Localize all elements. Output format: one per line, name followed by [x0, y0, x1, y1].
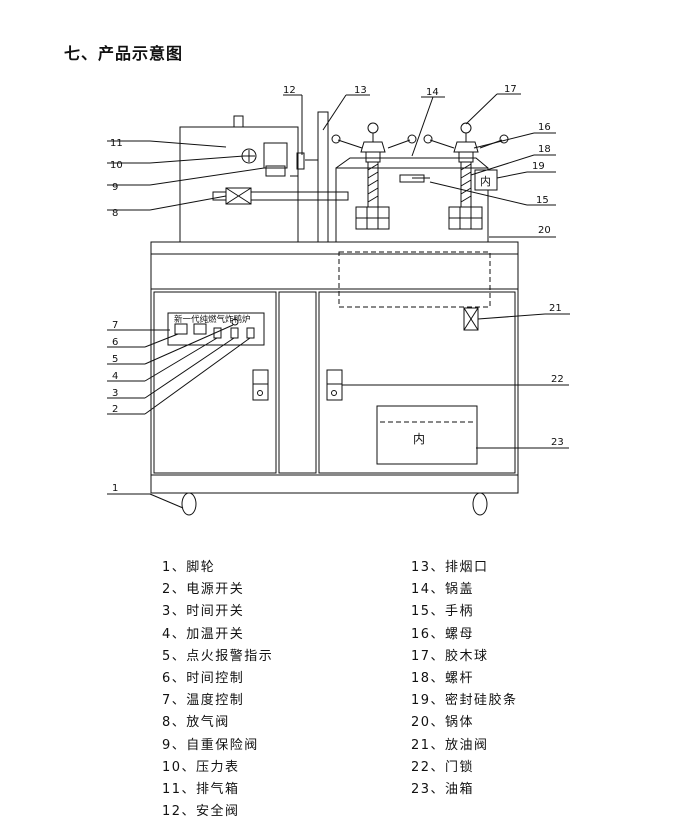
inner-mark-upper: 内: [480, 174, 491, 188]
door-lock-right: [326, 369, 343, 401]
callout-21: 21: [549, 303, 562, 314]
cabinet-top: [150, 241, 519, 308]
callout-13: 13: [354, 85, 367, 96]
casters: [181, 492, 488, 516]
callout-5: 5: [112, 354, 118, 365]
section-title: 七、产品示意图: [64, 44, 184, 63]
callout-6: 6: [112, 337, 118, 348]
callout-numbers: 11 10 9 8 12 13 14 17 16 18 19 15 20 7 6…: [110, 84, 564, 494]
leader-lines: [107, 93, 570, 509]
legend-item: 7、温度控制: [162, 693, 245, 709]
parts-legend-left: 1、脚轮 2、电源开关 3、时间开关 4、加温开关 5、点火报警指示 6、时间控…: [162, 556, 273, 822]
vent-valve: [212, 175, 349, 242]
legend-item: 9、自重保险阀: [162, 737, 259, 753]
legend-item: 20、锅体: [411, 715, 475, 731]
legend-item: 23、油箱: [411, 781, 475, 797]
door-lock-left: [252, 369, 269, 401]
control-panel-label: 新一代纯燃气炸鸭炉: [174, 314, 251, 325]
callout-2: 2: [112, 404, 118, 415]
inner-mark-lower: 内: [413, 432, 425, 446]
pressure-gauge: [241, 148, 257, 164]
legend-item: 18、螺杆: [411, 670, 475, 686]
legend-item: 8、放气阀: [162, 715, 230, 731]
callout-14: 14: [426, 87, 439, 98]
legend-item: 17、胶木球: [411, 648, 489, 664]
exhaust-pipe: [305, 111, 329, 243]
legend-item: 11、排气箱: [162, 781, 240, 797]
callout-11: 11: [110, 138, 123, 149]
callout-23: 23: [551, 437, 564, 448]
pot-body: 内: [335, 157, 498, 243]
callout-17: 17: [504, 84, 517, 95]
callout-18: 18: [538, 144, 551, 155]
parts-legend-right: 13、排烟口 14、锅盖 15、手柄 16、螺母 17、胶木球 18、螺杆 19…: [411, 556, 518, 800]
exhaust-box: [179, 115, 299, 243]
callout-12: 12: [283, 85, 296, 96]
fryer-schematic: 内: [107, 84, 570, 516]
legend-item: 10、压力表: [162, 759, 240, 775]
legend-item: 21、放油阀: [411, 737, 489, 753]
callout-9: 9: [112, 182, 118, 193]
legend-item: 3、时间开关: [162, 604, 245, 620]
callout-20: 20: [538, 225, 551, 236]
callout-15: 15: [536, 195, 549, 206]
safety-valve-block: [263, 142, 305, 177]
callout-10: 10: [110, 160, 123, 171]
legend-item: 14、锅盖: [411, 582, 475, 598]
legend-item: 16、螺母: [411, 626, 475, 642]
legend-item: 4、加温开关: [162, 626, 245, 642]
callout-3: 3: [112, 388, 118, 399]
callout-4: 4: [112, 371, 118, 382]
oil-tank: 内: [376, 405, 478, 465]
callout-1: 1: [112, 483, 118, 494]
control-panel: 新一代纯燃气炸鸭炉: [167, 312, 265, 346]
legend-item: 15、手柄: [411, 604, 475, 620]
callout-7: 7: [112, 320, 118, 331]
legend-item: 2、电源开关: [162, 582, 245, 598]
callout-8: 8: [112, 208, 118, 219]
screw-assembly-left: [331, 122, 417, 230]
legend-item: 5、点火报警指示: [162, 648, 274, 664]
callout-22: 22: [551, 374, 564, 385]
legend-item: 1、脚轮: [162, 560, 216, 575]
legend-item: 6、时间控制: [162, 670, 245, 686]
callout-16: 16: [538, 122, 551, 133]
legend-item: 22、门锁: [411, 759, 475, 775]
legend-item: 19、密封硅胶条: [411, 693, 518, 709]
cabinet-body: [150, 288, 519, 494]
callout-19: 19: [532, 161, 545, 172]
legend-item: 13、排烟口: [411, 560, 489, 575]
drain-valve: [463, 307, 479, 331]
legend-item: 12、安全阀: [162, 804, 240, 820]
